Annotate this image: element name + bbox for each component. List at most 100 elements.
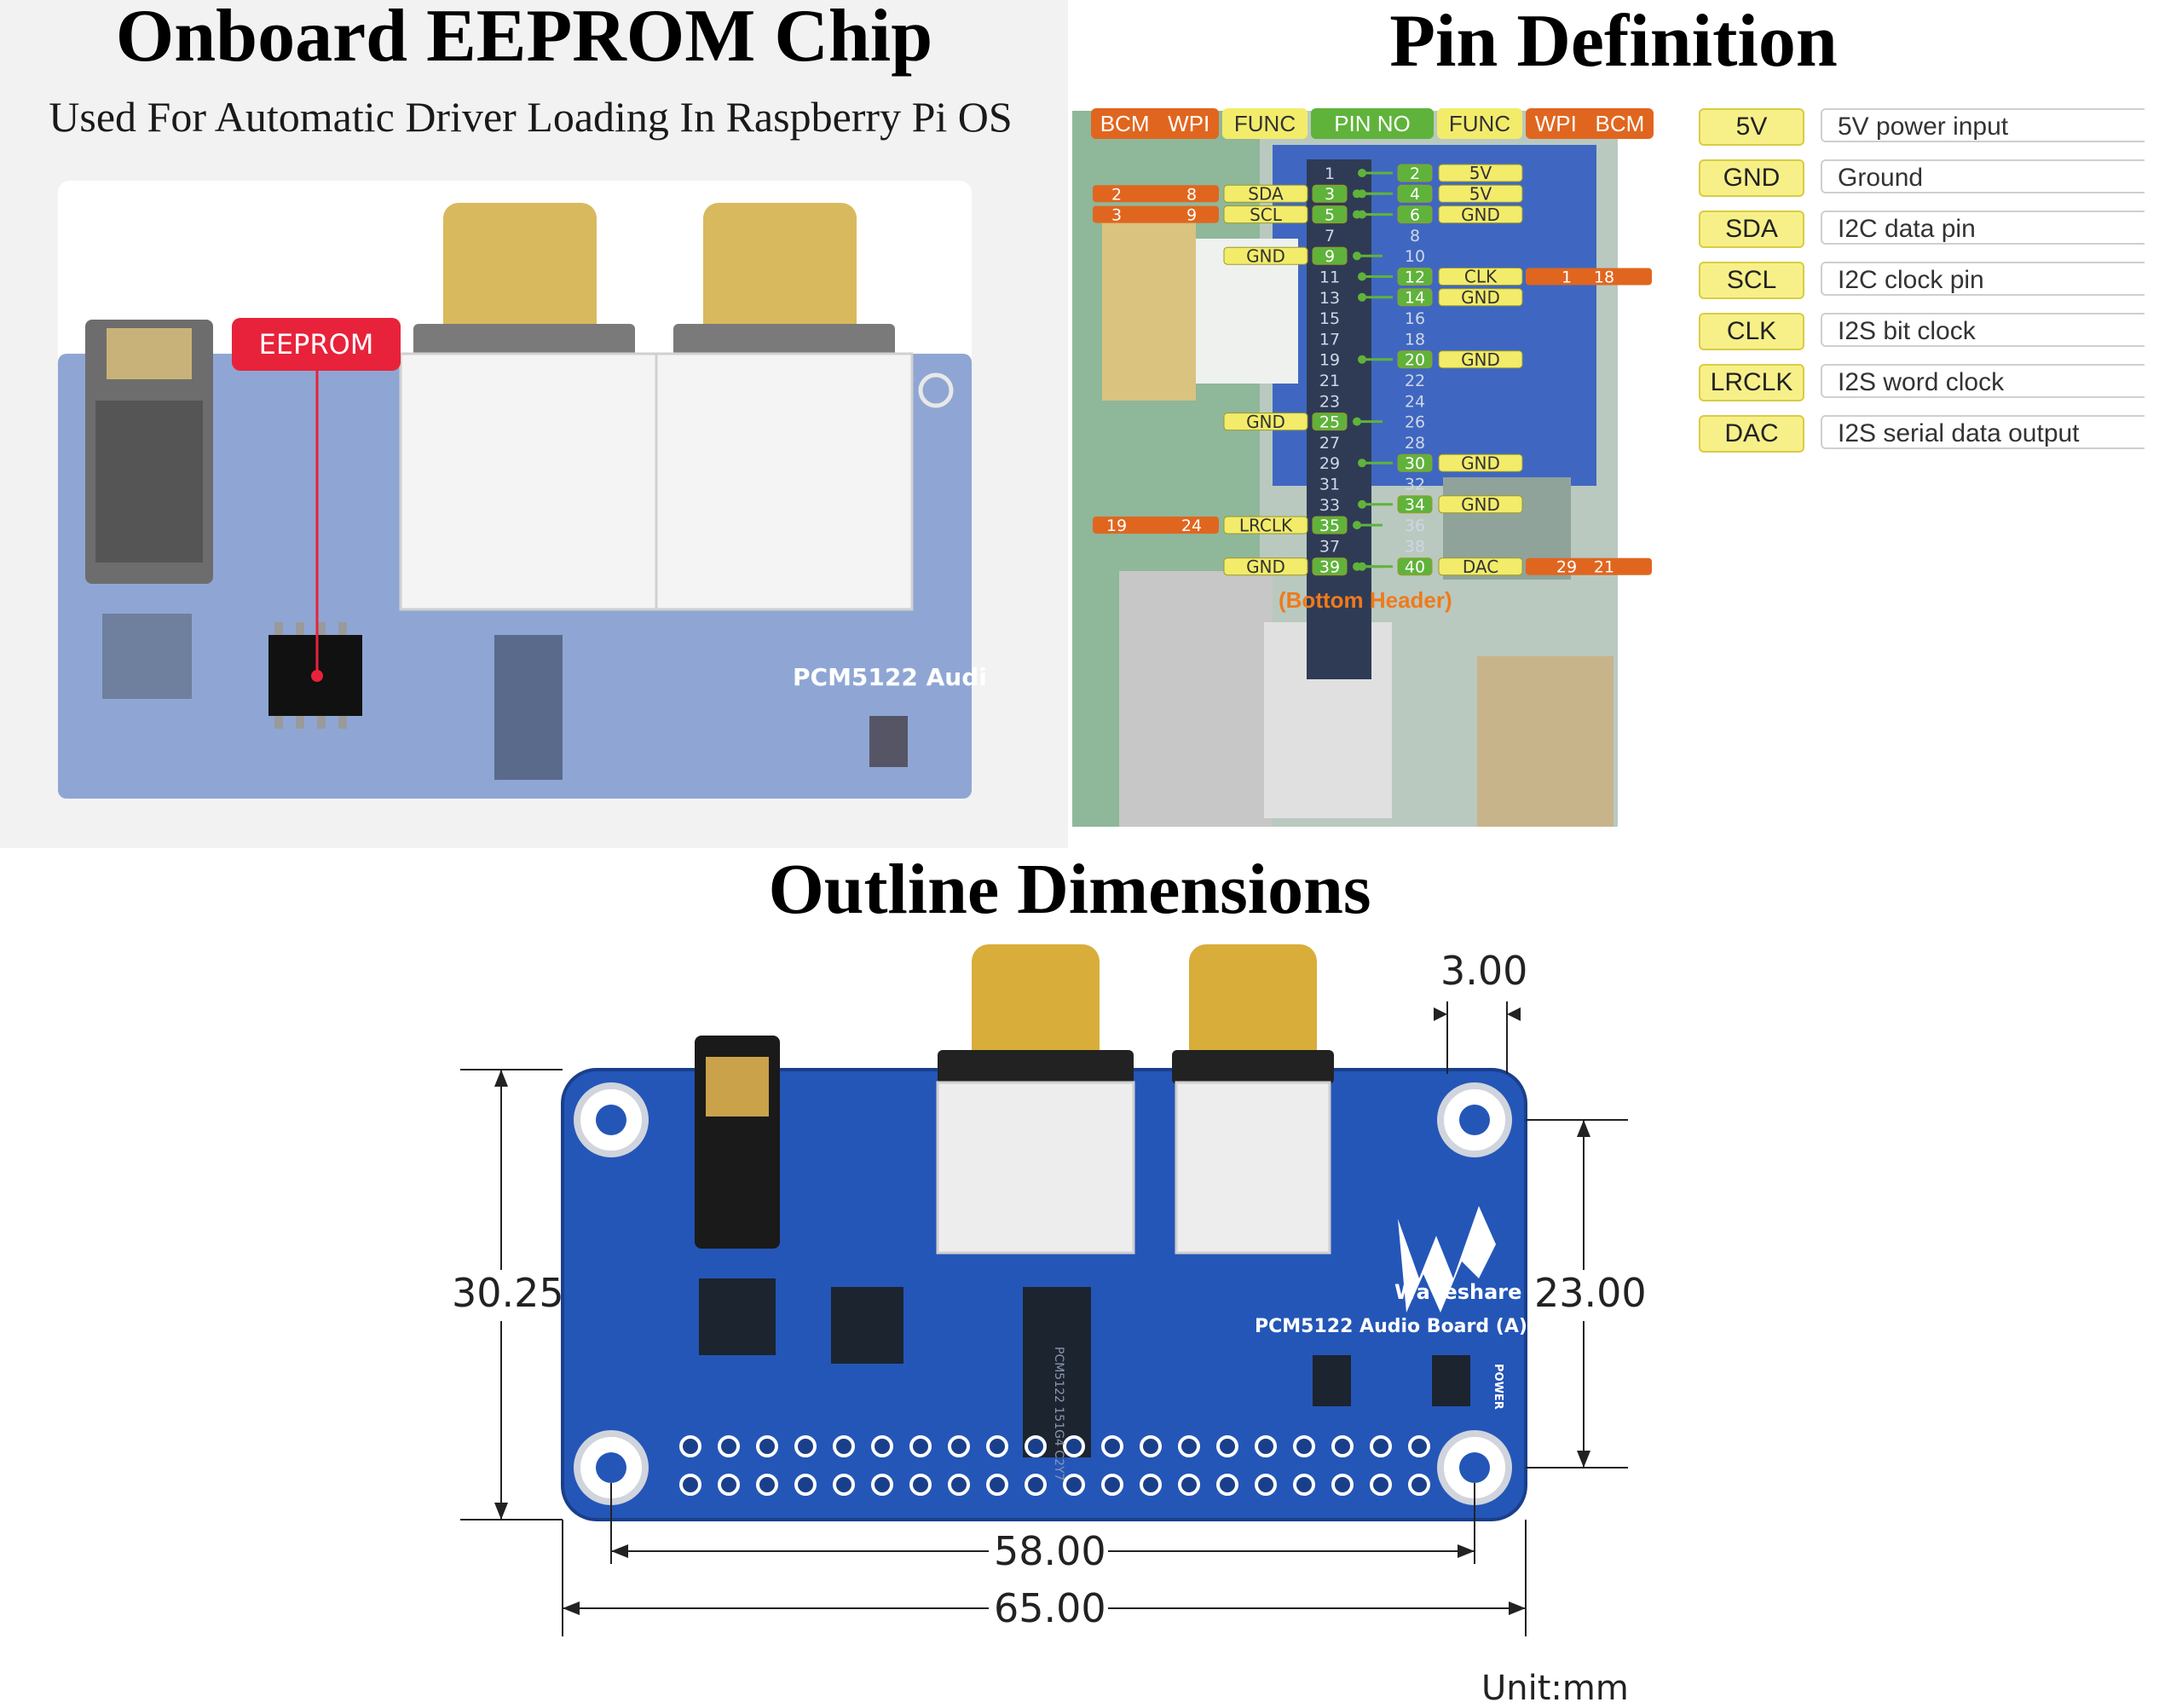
outline-title: Outline Dimensions — [768, 850, 1371, 929]
pin-35-orange-box — [1093, 516, 1219, 534]
pin-14-dot — [1358, 292, 1366, 302]
gpio-hole — [1178, 1474, 1200, 1496]
pin-2-dot — [1358, 169, 1366, 177]
pin-board-photo — [1072, 111, 1618, 827]
pin-25-number: 25 — [1319, 413, 1340, 431]
unused-pin-26: 26 — [1405, 413, 1425, 432]
pin-2-number: 2 — [1410, 164, 1420, 183]
legend-key-gnd: GND — [1699, 159, 1804, 197]
pin-6-func-box — [1438, 205, 1523, 224]
unused-pin-1: 1 — [1325, 164, 1335, 183]
pin-header-left-numbers: BCM WPI — [1091, 108, 1219, 139]
pin-40-dot — [1358, 562, 1366, 571]
gpio-hole — [986, 1474, 1008, 1496]
unused-pin-27: 27 — [1319, 434, 1340, 453]
eeprom-callout-label: EEPROM — [258, 328, 374, 361]
unused-pin-31: 31 — [1319, 476, 1340, 494]
pin-4-number-box — [1397, 184, 1433, 203]
unused-pin-21: 21 — [1319, 372, 1340, 390]
pin-34-dot — [1358, 499, 1366, 509]
pin-30-number-box — [1397, 453, 1433, 472]
pin-6-number-box — [1397, 205, 1433, 224]
gpio-hole — [871, 1474, 893, 1496]
gpio-hole — [1370, 1435, 1392, 1457]
unused-pin-19: 19 — [1319, 351, 1340, 370]
pin-5-number-box — [1312, 205, 1348, 224]
gpio-hole — [718, 1435, 740, 1457]
unused-pin-37: 37 — [1319, 537, 1340, 556]
pin-3-orange-box — [1093, 185, 1219, 203]
pin-5-number: 5 — [1325, 205, 1335, 224]
dim-height-total: 30.25 — [452, 1270, 564, 1316]
pin-header-func-left: FUNC — [1222, 108, 1308, 139]
dim-width-total: 65.00 — [994, 1585, 1106, 1631]
gpio-hole — [1408, 1435, 1430, 1457]
pin-3-func-box — [1223, 184, 1308, 203]
pin-35-bcm: 19 — [1106, 516, 1127, 535]
pin-12-number: 12 — [1405, 268, 1425, 286]
legend-desc-sda: I2C data pin — [1821, 211, 2145, 245]
unused-pin-23: 23 — [1319, 392, 1340, 411]
outline-audio-jack — [695, 1036, 780, 1249]
pin-4-func: 5V — [1469, 184, 1492, 205]
gpio-hole — [1025, 1435, 1047, 1457]
pin-9-func: GND — [1246, 245, 1285, 266]
pin-34-number-box — [1397, 495, 1433, 514]
legend-desc-gnd: Ground — [1821, 159, 2145, 193]
pin-12-func: CLK — [1464, 267, 1498, 287]
pin-5-bcm: 3 — [1111, 206, 1122, 225]
pin-9-number: 9 — [1325, 247, 1335, 266]
gpio-hole — [986, 1435, 1008, 1457]
pin-30-func-box — [1438, 453, 1523, 472]
gpio-hole — [679, 1435, 701, 1457]
unused-pin-17: 17 — [1319, 330, 1340, 349]
pin-40-orange-box — [1526, 557, 1652, 575]
rca-right — [655, 203, 914, 611]
gpio-hole — [756, 1474, 778, 1496]
unused-pin-15: 15 — [1319, 309, 1340, 328]
pin-14-number-box — [1397, 288, 1433, 307]
unused-pin-8: 8 — [1410, 227, 1420, 245]
pin-40-func: DAC — [1463, 557, 1498, 577]
gpio-hole — [833, 1435, 855, 1457]
pin-35-wpi: 24 — [1181, 516, 1202, 535]
gpio-hole — [1255, 1435, 1277, 1457]
gpio-hole — [718, 1474, 740, 1496]
pin-20-number-box — [1397, 350, 1433, 369]
eeprom-callout-box — [232, 318, 401, 371]
pin-39-number-box — [1312, 557, 1348, 576]
eeprom-panel: Onboard EEPROM Chip Used For Automatic D… — [0, 0, 1068, 848]
pin-4-func-box — [1438, 184, 1523, 203]
pin-3-bcm: 2 — [1111, 185, 1122, 204]
dimension-lines — [460, 1001, 1628, 1636]
pin-4-number: 4 — [1410, 185, 1420, 204]
gpio-hole — [1216, 1435, 1238, 1457]
pin-title: Pin Definition — [1389, 0, 1838, 83]
gpio-hole — [1101, 1474, 1123, 1496]
legend-desc-clk: I2S bit clock — [1821, 313, 2145, 347]
pin-5-func: SCL — [1250, 205, 1283, 225]
pin-3-wpi: 8 — [1186, 185, 1197, 204]
pin-3-number-box — [1312, 184, 1348, 203]
legend-desc-lrclk: I2S word clock — [1821, 364, 2145, 398]
pin-12-orange-box — [1526, 268, 1652, 286]
legend-desc-scl: I2C clock pin — [1821, 262, 2145, 296]
dimension-arrows — [494, 1007, 1590, 1615]
pin-34-func-box — [1438, 495, 1523, 514]
dim-height-holes: 23.00 — [1534, 1270, 1647, 1316]
outline-rca-left — [936, 944, 1135, 1255]
gpio-header-holes — [679, 1435, 1430, 1496]
legend-key-clk: CLK — [1699, 313, 1804, 350]
gpio-hole — [1293, 1435, 1315, 1457]
legend-desc-5v: 5V power input — [1821, 108, 2145, 142]
pin-2-number-box — [1397, 164, 1433, 182]
gpio-hole — [1370, 1474, 1392, 1496]
unused-pin-11: 11 — [1319, 268, 1340, 287]
unused-pin-24: 24 — [1405, 392, 1425, 411]
gpio-hole — [1140, 1474, 1162, 1496]
pin-14-number: 14 — [1405, 289, 1425, 308]
pin-5-wpi: 9 — [1186, 206, 1197, 225]
unused-pin-36: 36 — [1405, 516, 1425, 535]
pin-20-func: GND — [1461, 349, 1500, 370]
